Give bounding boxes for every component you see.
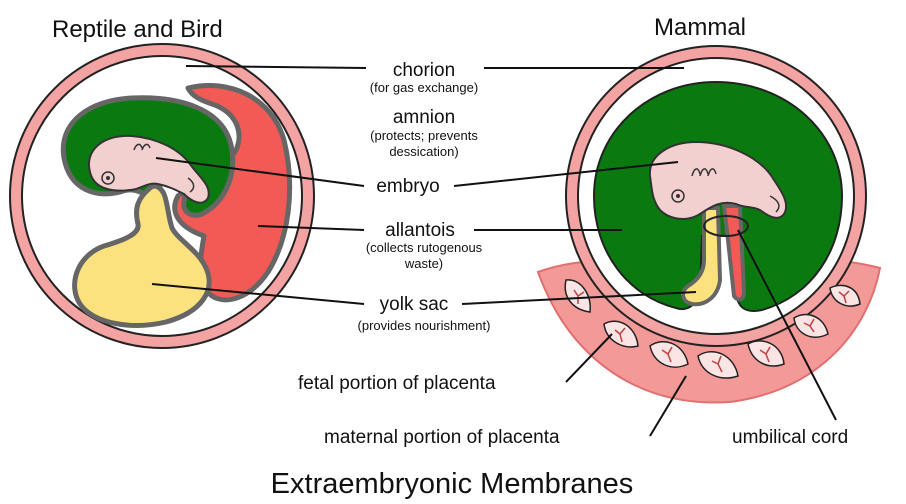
reptile-embryo-pupil [106, 176, 110, 180]
amnion-desc-line2: dessication) [389, 144, 458, 159]
chorion-label: chorion [393, 60, 455, 81]
fetal-placenta-label: fetal portion of placenta [298, 373, 496, 394]
mammal-title: Mammal [654, 14, 746, 41]
diagram-title: Extraembryonic Membranes [271, 468, 634, 500]
amnion-desc-line1: (protects; prevents [370, 128, 478, 143]
amnion-label: amnion [393, 107, 455, 128]
allantois-desc-line2: waste) [404, 256, 443, 271]
mammal-diagram [538, 46, 880, 403]
maternal-placenta-label: maternal portion of placenta [324, 427, 560, 448]
yolk-sac-label: yolk sac [380, 294, 449, 315]
umbilical-cord-label: umbilical cord [732, 427, 848, 448]
embryo-label: embryo [376, 176, 439, 197]
chorion-desc: (for gas exchange) [370, 80, 478, 95]
allantois-desc-line1: (collects rutogenous [366, 240, 483, 255]
allantois-label: allantois [385, 220, 455, 241]
reptile-bird-title: Reptile and Bird [52, 16, 223, 43]
reptile-bird-egg [10, 44, 314, 348]
mammal-embryo-pupil [676, 194, 680, 198]
yolk-sac-desc: (provides nourishment) [358, 318, 491, 333]
